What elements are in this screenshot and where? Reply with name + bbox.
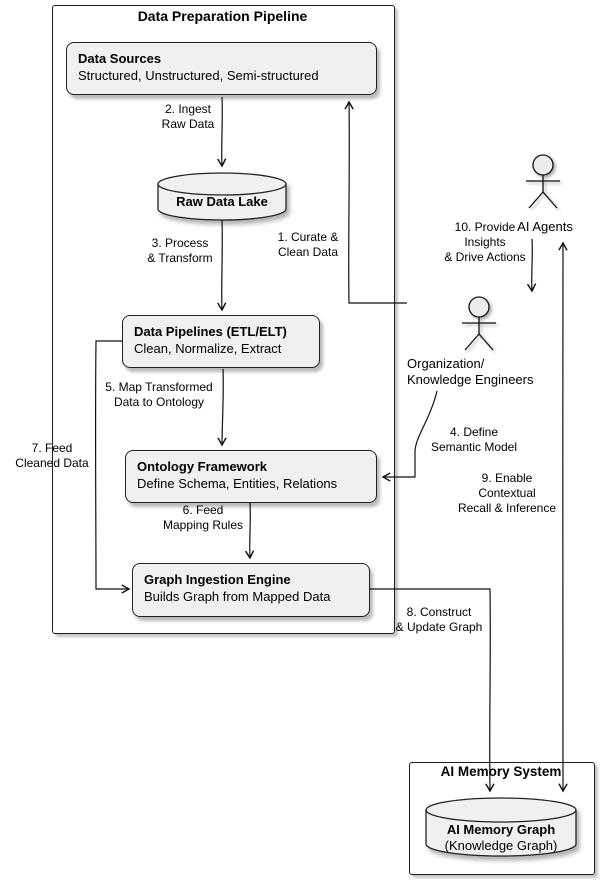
memory-container-title: AI Memory System — [440, 764, 562, 779]
node-raw-data-lake: Raw Data Lake — [157, 172, 287, 222]
node-ontology-framework: Ontology Framework Define Schema, Entiti… — [125, 450, 377, 503]
node-data-sources-subtitle: Structured, Unstructured, Semi-structure… — [78, 68, 319, 83]
knowledge-engineers-actor-icon — [462, 296, 496, 351]
edge-label-5: 5. Map Transformed Data to Ontology — [105, 380, 213, 409]
edge-map-data-to-ontology — [217, 368, 227, 447]
edge-define-semantic-model — [381, 390, 438, 482]
node-ai-memory-graph-title: AI Memory Graph — [446, 822, 556, 837]
edge-label-2: 2. Ingest Raw Data — [161, 102, 215, 131]
node-graph-ingestion-engine: Graph Ingestion Engine Builds Graph from… — [132, 563, 370, 617]
node-data-pipelines-subtitle: Clean, Normalize, Extract — [134, 341, 282, 356]
edge-ingest-raw-data — [217, 96, 227, 168]
edge-label-1: 1. Curate & Clean Data — [277, 230, 339, 259]
edge-process-transform — [217, 219, 227, 312]
pipeline-container-title: Data Preparation Pipeline — [137, 8, 308, 24]
edge-provide-insights — [526, 238, 537, 293]
edge-feed-cleaned-data — [94, 340, 131, 594]
node-ontology-framework-title: Ontology Framework — [137, 459, 268, 474]
edge-construct-update-graph — [369, 588, 495, 793]
edge-enable-recall-inference — [558, 241, 568, 793]
node-graph-ingestion-engine-subtitle: Builds Graph from Mapped Data — [144, 589, 331, 604]
edge-curate-clean-data — [344, 100, 407, 304]
knowledge-engineers-actor-label: Organization/ Knowledge Engineers — [407, 356, 534, 387]
node-data-pipelines: Data Pipelines (ETL/ELT) Clean, Normaliz… — [122, 315, 320, 368]
node-raw-data-lake-title: Raw Data Lake — [176, 194, 268, 209]
edge-label-7: 7. Feed Cleaned Data — [15, 441, 89, 470]
edge-label-10: 10. Provide Insights & Drive Actions — [444, 220, 526, 264]
node-graph-ingestion-engine-title: Graph Ingestion Engine — [144, 572, 291, 587]
node-data-sources-title: Data Sources — [78, 51, 162, 66]
node-ai-memory-graph: AI Memory Graph (Knowledge Graph) — [425, 797, 577, 858]
edge-label-8: 8. Construct & Update Graph — [395, 605, 483, 634]
node-data-pipelines-title: Data Pipelines (ETL/ELT) — [134, 324, 287, 339]
node-ontology-framework-subtitle: Define Schema, Entities, Relations — [137, 476, 338, 491]
edge-label-4: 4. Define Semantic Model — [430, 425, 518, 454]
node-ai-memory-graph-subtitle: (Knowledge Graph) — [444, 838, 558, 853]
edge-label-6: 6. Feed Mapping Rules — [162, 503, 244, 532]
edge-feed-mapping-rules — [244, 502, 255, 560]
edge-label-3: 3. Process & Transform — [147, 236, 213, 265]
edge-label-9: 9. Enable Contextual Recall & Inference — [457, 471, 557, 515]
ai-agents-actor-icon — [526, 154, 560, 209]
node-data-sources: Data Sources Structured, Unstructured, S… — [66, 42, 377, 95]
ai-agents-actor-label: AI Agents — [517, 219, 573, 234]
